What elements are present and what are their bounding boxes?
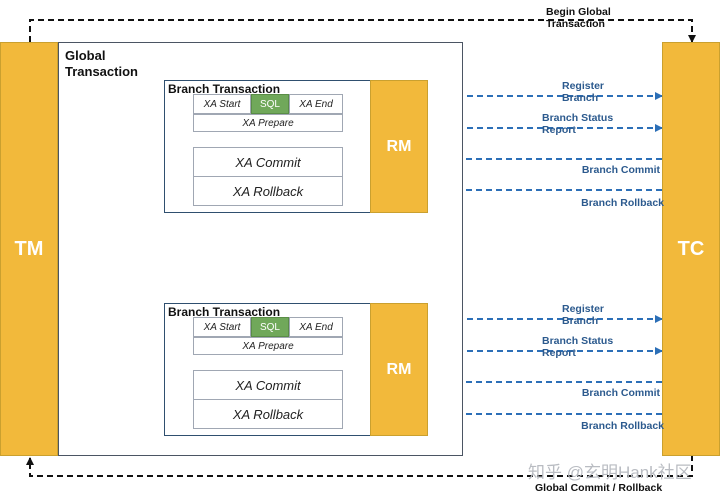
- begin-global-transaction-label: Begin Global Transaction: [546, 6, 611, 30]
- branch-commit-label: Branch Commit: [581, 387, 660, 399]
- rm-box: RM: [370, 80, 428, 213]
- xa-row: XA Start SQL XA End: [193, 317, 343, 337]
- xa-end-cell: XA End: [289, 317, 343, 337]
- xa-rollback-cell: XA Rollback: [193, 399, 343, 429]
- rm-box: RM: [370, 303, 428, 436]
- xa-start-cell: XA Start: [193, 94, 251, 114]
- tm-label: TM: [14, 237, 44, 260]
- watermark: 知乎 @玄明Hank社区: [528, 463, 692, 482]
- sql-cell: SQL: [251, 317, 289, 337]
- global-transaction-title: Global Transaction: [65, 48, 138, 79]
- tm-bar: TM: [0, 42, 58, 456]
- branch-transaction-title: Branch Transaction: [168, 82, 281, 96]
- global-commit-rollback-arrow: [26, 455, 693, 477]
- xa-rollback-cell: XA Rollback: [193, 176, 343, 206]
- branch-transaction-title: Branch Transaction: [168, 305, 281, 319]
- xa-prepare-cell: XA Prepare: [193, 337, 343, 355]
- xa-commit-cell: XA Commit: [193, 147, 343, 177]
- xa-end-cell: XA End: [289, 94, 343, 114]
- xa-prepare-cell: XA Prepare: [193, 114, 343, 132]
- begin-global-transaction-arrow: [29, 19, 696, 43]
- sql-cell: SQL: [251, 94, 289, 114]
- global-commit-rollback-label: Global Commit / Rollback: [535, 482, 663, 494]
- tc-label: TC: [677, 237, 705, 260]
- branch-rollback-label: Branch Rollback: [581, 197, 664, 209]
- xa-commit-cell: XA Commit: [193, 370, 343, 400]
- xa-start-cell: XA Start: [193, 317, 251, 337]
- register-branch-label: Register Branch: [562, 80, 605, 104]
- branch-status-report-label: Branch Status Report: [542, 335, 614, 359]
- branch-status-report-label: Branch Status Report: [542, 112, 614, 136]
- branch-commit-label: Branch Commit: [581, 164, 660, 176]
- xa-row: XA Start SQL XA End: [193, 94, 343, 114]
- tc-bar: TC: [662, 42, 720, 456]
- register-branch-label: Register Branch: [562, 303, 605, 327]
- branch-rollback-label: Branch Rollback: [581, 420, 664, 432]
